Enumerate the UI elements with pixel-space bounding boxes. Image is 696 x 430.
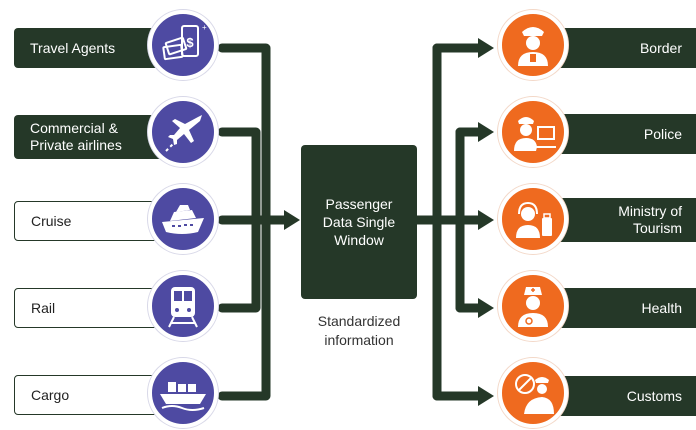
destination-border: Border <box>548 28 696 68</box>
source-label: Cruise <box>31 212 72 229</box>
police-officer-icon <box>498 97 568 167</box>
source-airlines: Commercial & Private airlines <box>14 115 174 159</box>
customs-officer-icon <box>498 358 568 428</box>
destination-health: Health <box>548 288 696 328</box>
source-label: Cargo <box>31 386 70 403</box>
standardized-information-caption: Standardized information <box>317 313 401 348</box>
airplane-icon <box>148 97 218 167</box>
arrow-to-border <box>478 38 494 58</box>
mobile-payment-icon: $ + <box>148 10 218 80</box>
nurse-icon <box>498 271 568 341</box>
source-label: Rail <box>31 299 56 316</box>
arrow-to-customs <box>478 386 494 406</box>
train-icon <box>148 271 218 341</box>
destination-label: Health <box>641 299 682 316</box>
destination-label: Ministry of Tourism <box>618 203 682 236</box>
svg-text:$: $ <box>186 35 194 50</box>
source-rail: Rail <box>14 288 174 328</box>
arrow-to-tourism <box>478 210 494 230</box>
source-label: Commercial & Private airlines <box>30 120 122 153</box>
border-officer-icon <box>498 10 568 80</box>
destination-ministry-of-tourism: Ministry of Tourism <box>548 198 696 242</box>
source-label: Travel Agents <box>30 39 116 56</box>
arrow-to-hub <box>284 210 300 230</box>
cruise-ship-icon <box>148 184 218 254</box>
source-cargo: Cargo <box>14 375 174 415</box>
destination-label: Police <box>643 125 682 142</box>
destination-customs: Customs <box>548 376 696 416</box>
arrow-to-health <box>478 298 494 318</box>
passenger-data-single-window: Passenger Data Single Window <box>301 145 417 299</box>
destination-label: Customs <box>626 387 682 404</box>
destination-police: Police <box>548 114 696 154</box>
destination-label: Border <box>639 39 682 56</box>
cargo-ship-icon <box>148 358 218 428</box>
arrow-to-police <box>478 122 494 142</box>
source-travel-agents: Travel Agents <box>14 28 174 68</box>
tourism-agent-icon <box>498 184 568 254</box>
source-cruise: Cruise <box>14 201 174 241</box>
hub-title: Passenger Data Single Window <box>322 196 396 248</box>
svg-text:+: + <box>202 23 207 32</box>
